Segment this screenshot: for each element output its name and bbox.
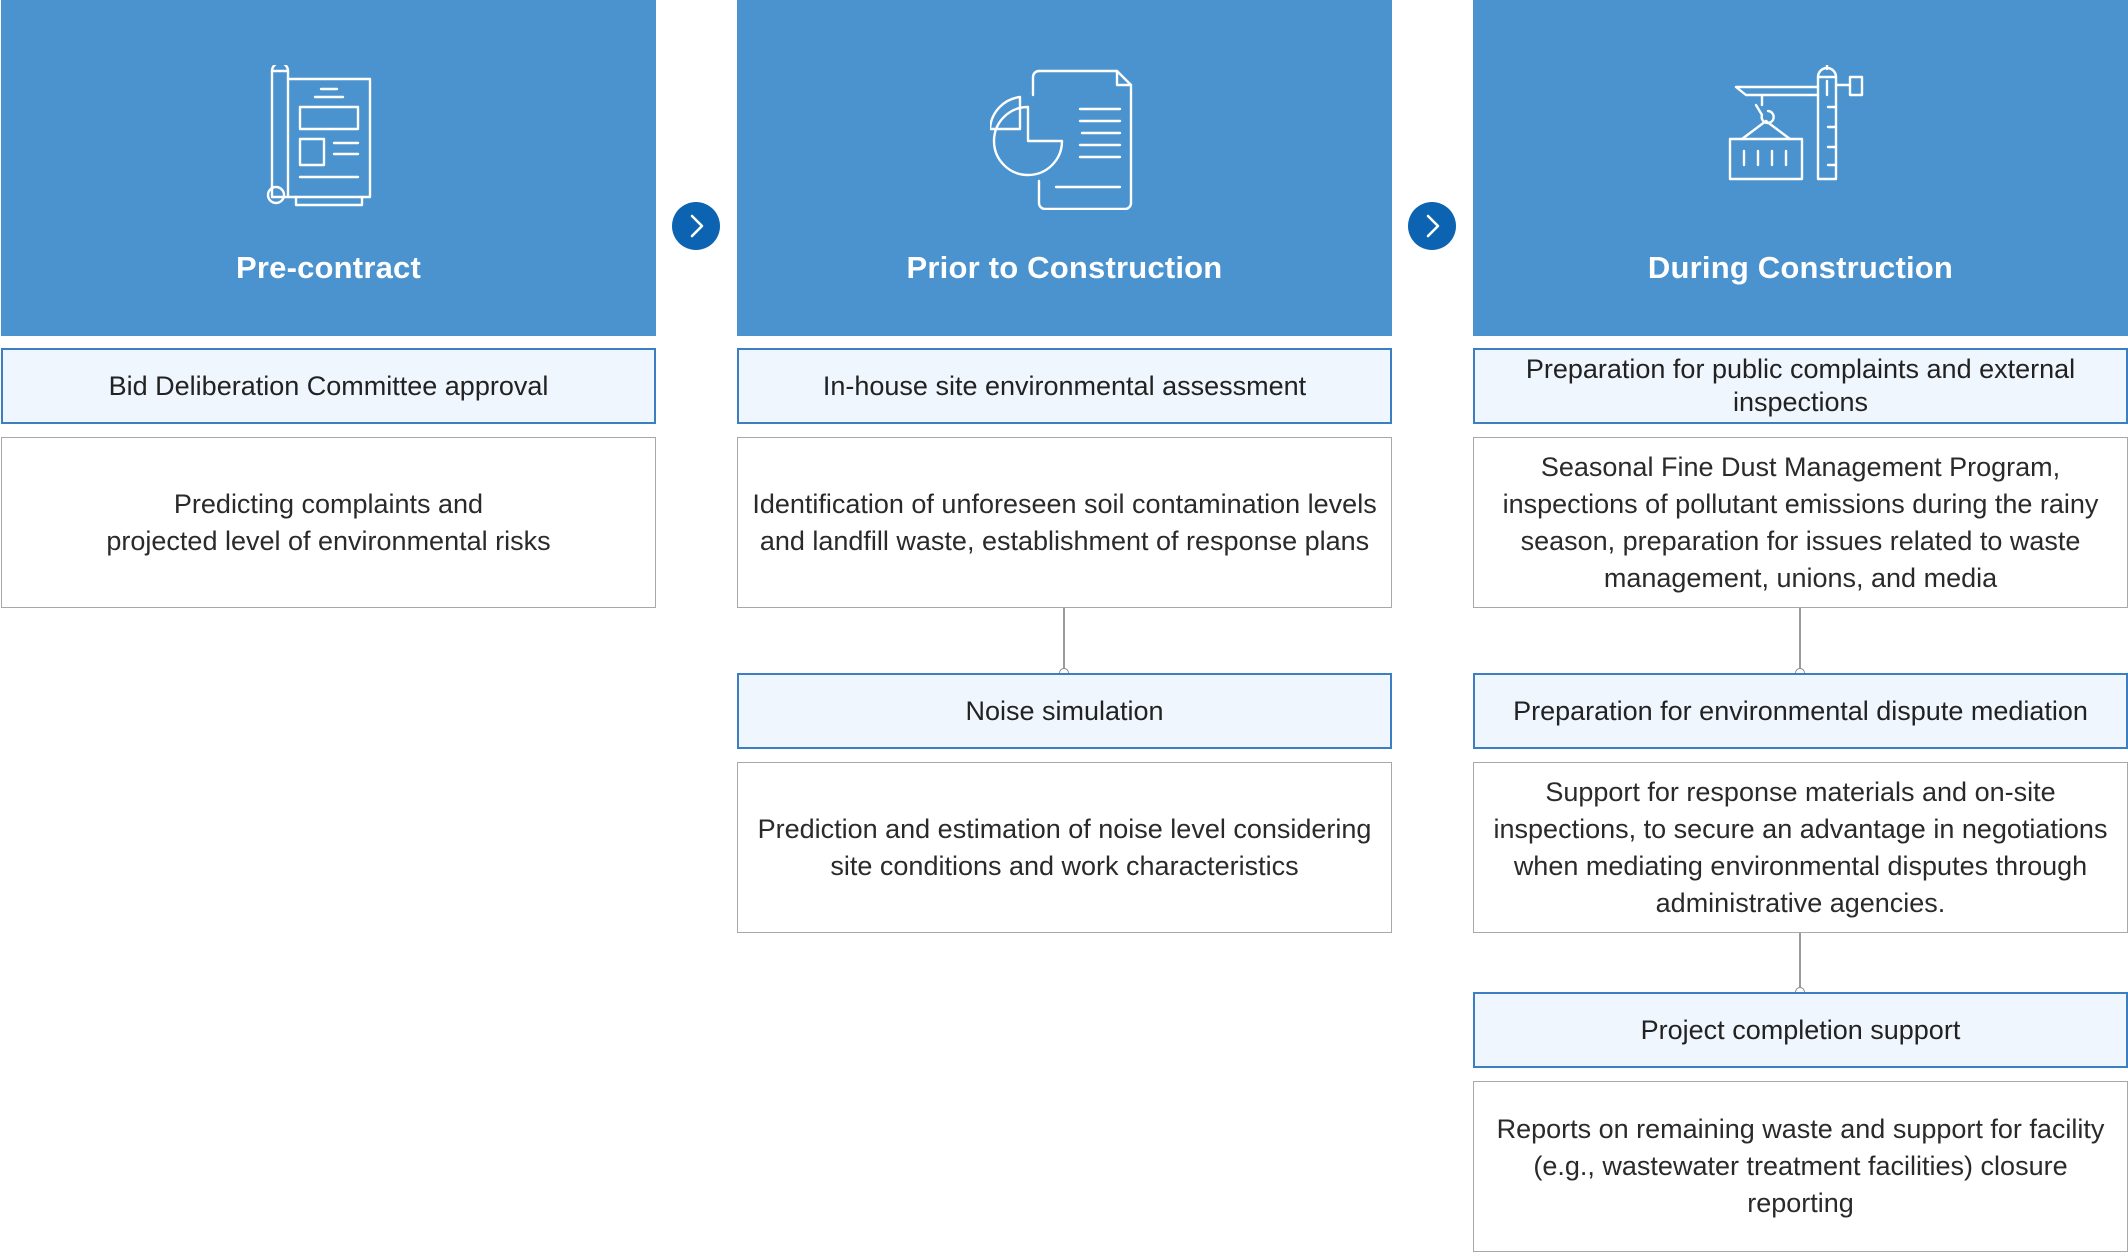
next-stage-arrow (672, 202, 720, 250)
step-label: Project completion support (1640, 1014, 1961, 1045)
blueprint-document-icon (266, 65, 371, 207)
step-box: Preparation for public complaints and ex… (1473, 348, 2128, 424)
chevron-right-icon (690, 214, 704, 238)
step-description: Identification of unforeseen soil contam… (737, 437, 1392, 608)
step-label: Preparation for environmental dispute me… (1513, 695, 2088, 726)
step-box: Preparation for environmental dispute me… (1473, 673, 2128, 749)
stage-title: Pre-contract (235, 250, 421, 285)
step-box: Bid Deliberation Committee approval (1, 348, 656, 424)
stage-title: During Construction (1647, 250, 1954, 285)
step-label: Preparation for public complaints and ex… (1525, 354, 2076, 417)
step-description: Support for response materials and on-si… (1473, 762, 2128, 933)
next-stage-arrow (1408, 202, 1456, 250)
step-connector (1063, 608, 1065, 672)
stage-header: Prior to Construction (737, 0, 1392, 336)
step-connector (1799, 608, 1801, 672)
step-description: Seasonal Fine Dust Management Program, i… (1473, 437, 2128, 608)
step-label: Noise simulation (965, 695, 1164, 726)
step-box: In-house site environmental assessment (737, 348, 1392, 424)
stage-title: Prior to Construction (906, 250, 1223, 285)
step-label: In-house site environmental assessment (822, 370, 1307, 401)
step-description: Reports on remaining waste and support f… (1473, 1081, 2128, 1252)
step-description: Prediction and estimation of noise level… (737, 762, 1392, 933)
construction-crane-icon (1728, 65, 1863, 181)
step-box: Noise simulation (737, 673, 1392, 749)
step-box: Project completion support (1473, 992, 2128, 1068)
stage-header: Pre-contract (1, 0, 656, 336)
step-description: Predicting complaints and projected leve… (1, 437, 656, 608)
step-label: Bid Deliberation Committee approval (108, 370, 549, 401)
step-connector (1799, 933, 1801, 991)
chevron-right-icon (1426, 214, 1440, 238)
stage-header: During Construction (1473, 0, 2128, 336)
pie-chart-report-icon (989, 69, 1132, 210)
